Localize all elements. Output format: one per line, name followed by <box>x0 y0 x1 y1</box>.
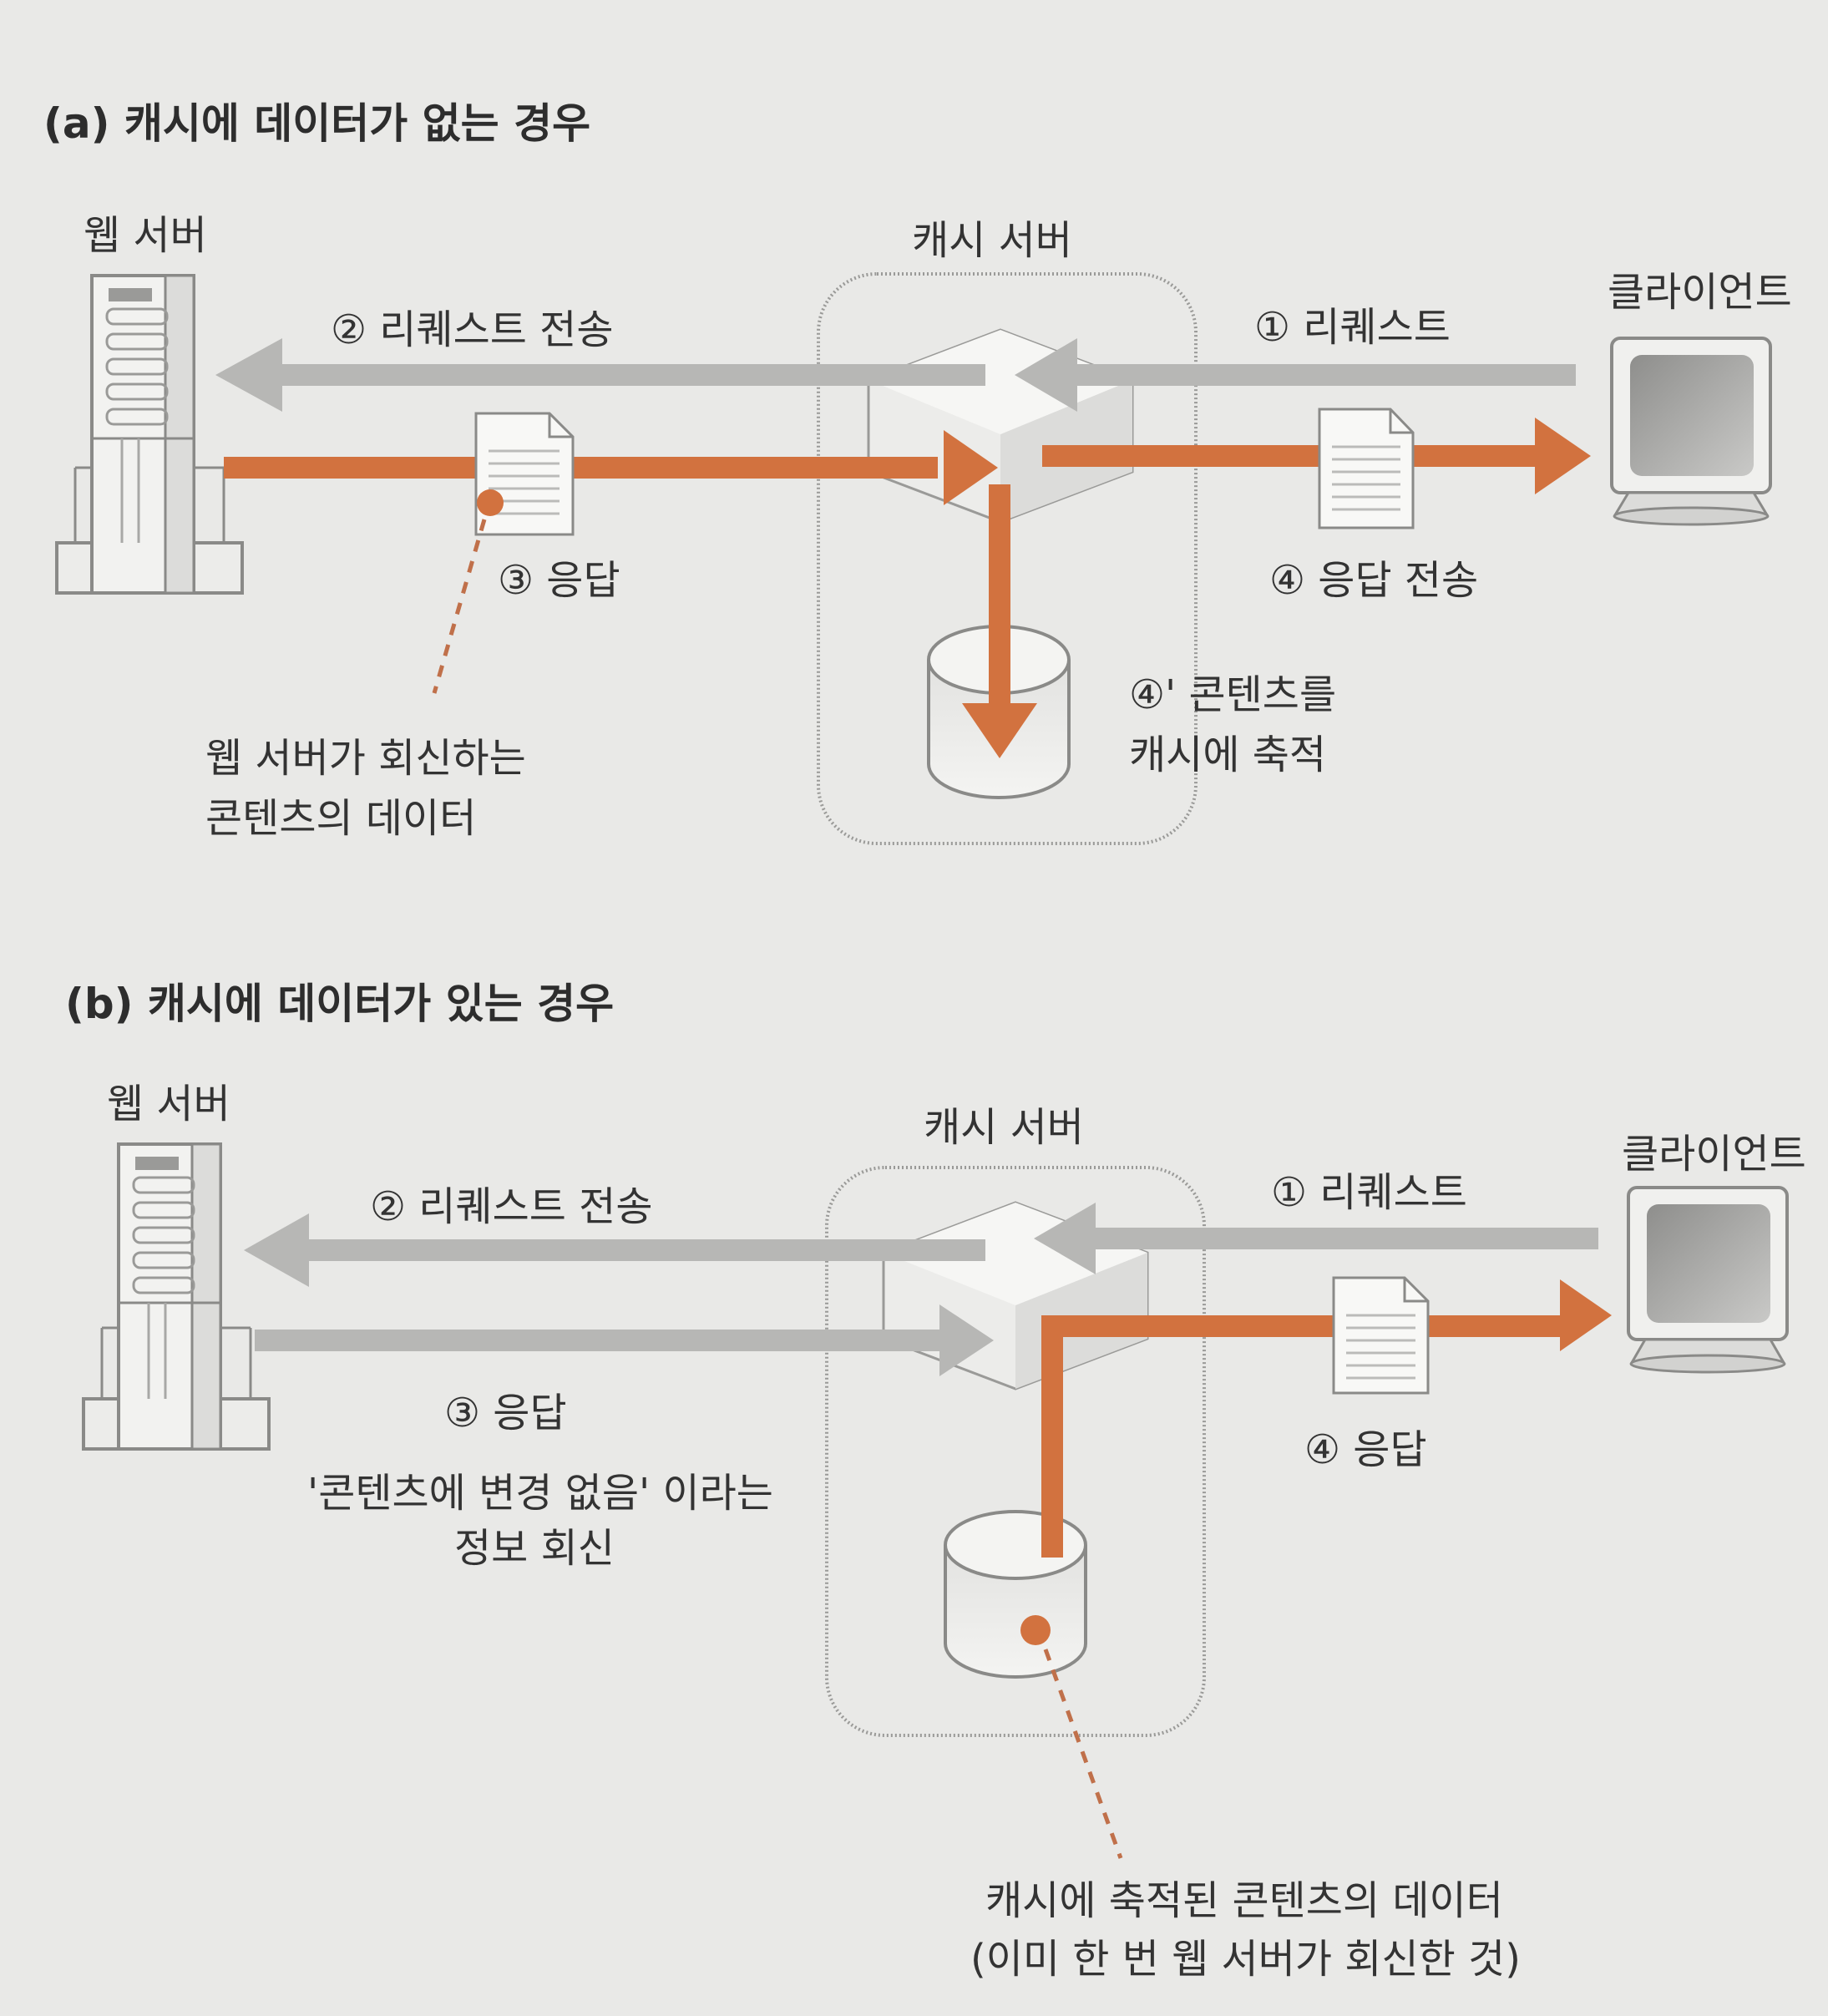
client-label: 클라이언트 <box>1622 1131 1806 1178</box>
forward-request-arrow <box>244 1213 985 1287</box>
client-monitor-icon <box>1627 1186 1789 1374</box>
note-label-line2: (이미 한 번 웹 서버가 회신한 것) <box>970 1936 1521 1983</box>
cache-server-box <box>817 272 1198 845</box>
forward-request-arrow <box>215 338 985 412</box>
panel-a-title: (a) 캐시에 데이터가 없는 경우 <box>43 99 591 148</box>
cache-server-label: 캐시 서버 <box>924 1104 1084 1151</box>
document-icon <box>474 412 575 536</box>
document-icon <box>1318 408 1415 529</box>
cached-response-arrow <box>1041 1279 1612 1558</box>
note-label-line2: 콘텐츠의 데이터 <box>205 795 477 842</box>
web-server-icon <box>82 1142 271 1451</box>
web-server-label: 웹 서버 <box>107 1081 230 1127</box>
client-label: 클라이언트 <box>1608 269 1792 316</box>
step4p-label-line2: 캐시에 축적 <box>1129 732 1327 778</box>
note-label-line1: 웹 서버가 회신하는 <box>205 735 526 782</box>
response-forward-arrow <box>1042 418 1591 494</box>
web-server-label: 웹 서버 <box>84 212 207 259</box>
cache-server-label: 캐시 서버 <box>912 217 1072 264</box>
store-arrow <box>962 484 1037 758</box>
step4-label: ④ 응답 <box>1304 1426 1427 1473</box>
step3-note-line2: 정보 회신 <box>454 1525 615 1572</box>
web-server-icon <box>55 274 244 595</box>
not-modified-response-arrow <box>255 1304 994 1376</box>
request-arrow <box>1015 338 1576 412</box>
step2-label: ② 리퀘스트 전송 <box>331 306 614 353</box>
step3-label: ③ 응답 <box>498 557 620 604</box>
panel-b-title: (b) 캐시에 데이터가 있는 경우 <box>65 980 615 1028</box>
note-label-line1: 캐시에 축적된 콘텐츠의 데이터 <box>985 1877 1503 1924</box>
cached-data-dot <box>1020 1615 1051 1645</box>
step4-label: ④ 응답 전송 <box>1269 557 1479 604</box>
cache-server-box <box>825 1166 1206 1737</box>
step1-label: ① 리퀘스트 <box>1271 1169 1467 1216</box>
step4p-label-line1: ④' 콘텐츠를 <box>1129 671 1337 718</box>
response-arrow <box>224 430 998 505</box>
document-icon <box>1332 1276 1430 1395</box>
step1-label: ① 리퀘스트 <box>1254 304 1451 351</box>
step3-label: ③ 응답 <box>444 1390 567 1436</box>
request-arrow <box>1034 1203 1598 1274</box>
cache-storage-icon <box>944 1510 1087 1679</box>
leader-line <box>432 519 487 694</box>
step3-note-line1: '콘텐츠에 변경 없음' 이라는 <box>307 1470 773 1517</box>
client-monitor-icon <box>1610 337 1772 526</box>
step2-label: ② 리퀘스트 전송 <box>370 1183 653 1230</box>
leader-line <box>1043 1649 1123 1859</box>
